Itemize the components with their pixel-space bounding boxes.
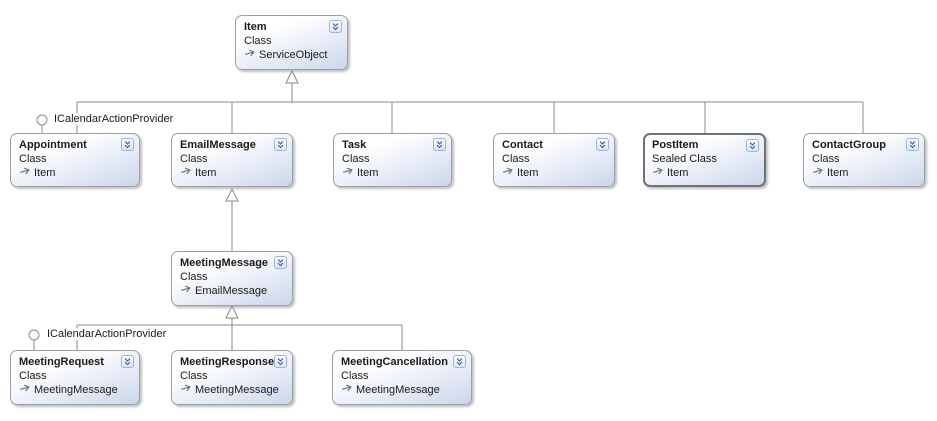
inherits-arrow-icon [244, 48, 256, 62]
inherits-arrow-icon [812, 166, 824, 180]
collapse-chevron-button[interactable] [596, 138, 609, 151]
class-node-item[interactable]: Item Class ServiceObject [235, 15, 348, 70]
base-class-name: EmailMessage [195, 285, 268, 297]
class-node-emailmessage[interactable]: EmailMessage Class Item [171, 133, 293, 187]
class-title: PostItem [652, 139, 699, 151]
collapse-chevron-button[interactable] [274, 355, 287, 368]
inherits-arrow-icon [19, 383, 31, 397]
class-title: Task [342, 139, 367, 151]
interface-label-icalendaractionprovider[interactable]: ICalendarActionProvider [45, 328, 169, 340]
class-kind: Class [19, 370, 47, 382]
class-title: EmailMessage [180, 139, 256, 151]
collapse-chevron-button[interactable] [433, 138, 446, 151]
class-title: Contact [502, 139, 543, 151]
inherits-arrow-icon [652, 166, 664, 180]
inherits-arrow-icon [342, 166, 354, 180]
base-class-name: MeetingMessage [356, 384, 440, 396]
base-class-name: Item [34, 167, 56, 179]
class-node-meetingcancellation[interactable]: MeetingCancellation Class MeetingMessage [332, 350, 472, 405]
collapse-chevron-button[interactable] [453, 355, 466, 368]
collapse-chevron-button[interactable] [121, 138, 134, 151]
class-kind: Class [244, 35, 272, 47]
class-node-task[interactable]: Task Class Item [333, 133, 452, 187]
class-title: MeetingRequest [19, 356, 104, 368]
collapse-chevron-button[interactable] [274, 256, 287, 269]
collapse-chevron-button[interactable] [746, 139, 759, 152]
class-title: MeetingCancellation [341, 356, 448, 368]
class-node-contactgroup[interactable]: ContactGroup Class Item [803, 133, 925, 187]
inherits-arrow-icon [19, 166, 31, 180]
collapse-chevron-button[interactable] [906, 138, 919, 151]
collapse-chevron-button[interactable] [121, 355, 134, 368]
class-node-meetingmessage[interactable]: MeetingMessage Class EmailMessage [171, 251, 293, 306]
base-class-name: Item [357, 167, 379, 179]
class-node-contact[interactable]: Contact Class Item [493, 133, 615, 187]
lollipop-interface-icon [36, 114, 48, 126]
class-kind: Class [180, 271, 208, 283]
class-kind: Class [502, 153, 530, 165]
class-node-postitem[interactable]: PostItem Sealed Class Item [643, 133, 766, 187]
interface-label-icalendaractionprovider[interactable]: ICalendarActionProvider [52, 113, 176, 125]
collapse-chevron-button[interactable] [329, 20, 342, 33]
class-kind: Class [342, 153, 370, 165]
class-kind: Class [180, 153, 208, 165]
inherits-arrow-icon [341, 383, 353, 397]
class-node-appointment[interactable]: Appointment Class Item [10, 133, 140, 187]
inherits-arrow-icon [180, 166, 192, 180]
class-node-meetingrequest[interactable]: MeetingRequest Class MeetingMessage [10, 350, 140, 405]
class-title: Appointment [19, 139, 87, 151]
class-kind: Class [812, 153, 840, 165]
class-kind: Class [341, 370, 369, 382]
inherits-arrow-icon [180, 284, 192, 298]
inherits-arrow-icon [502, 166, 514, 180]
class-title: MeetingMessage [180, 257, 269, 269]
base-class-name: MeetingMessage [34, 384, 118, 396]
base-class-name: MeetingMessage [195, 384, 279, 396]
inheritance-arrow [225, 304, 239, 319]
class-node-meetingresponse[interactable]: MeetingResponse Class MeetingMessage [171, 350, 293, 405]
class-title: MeetingResponse [180, 356, 275, 368]
class-kind: Class [180, 370, 208, 382]
lollipop-interface-icon [28, 329, 40, 341]
inheritance-arrow [285, 69, 299, 84]
class-kind: Class [19, 153, 47, 165]
collapse-chevron-button[interactable] [274, 138, 287, 151]
base-class-name: ServiceObject [259, 49, 328, 61]
base-class-name: Item [827, 167, 849, 179]
class-title: Item [244, 21, 267, 33]
base-class-name: Item [195, 167, 217, 179]
inheritance-arrow [225, 187, 239, 202]
base-class-name: Item [667, 167, 689, 179]
base-class-name: Item [517, 167, 539, 179]
class-title: ContactGroup [812, 139, 886, 151]
class-kind: Sealed Class [652, 153, 717, 165]
inherits-arrow-icon [180, 383, 192, 397]
